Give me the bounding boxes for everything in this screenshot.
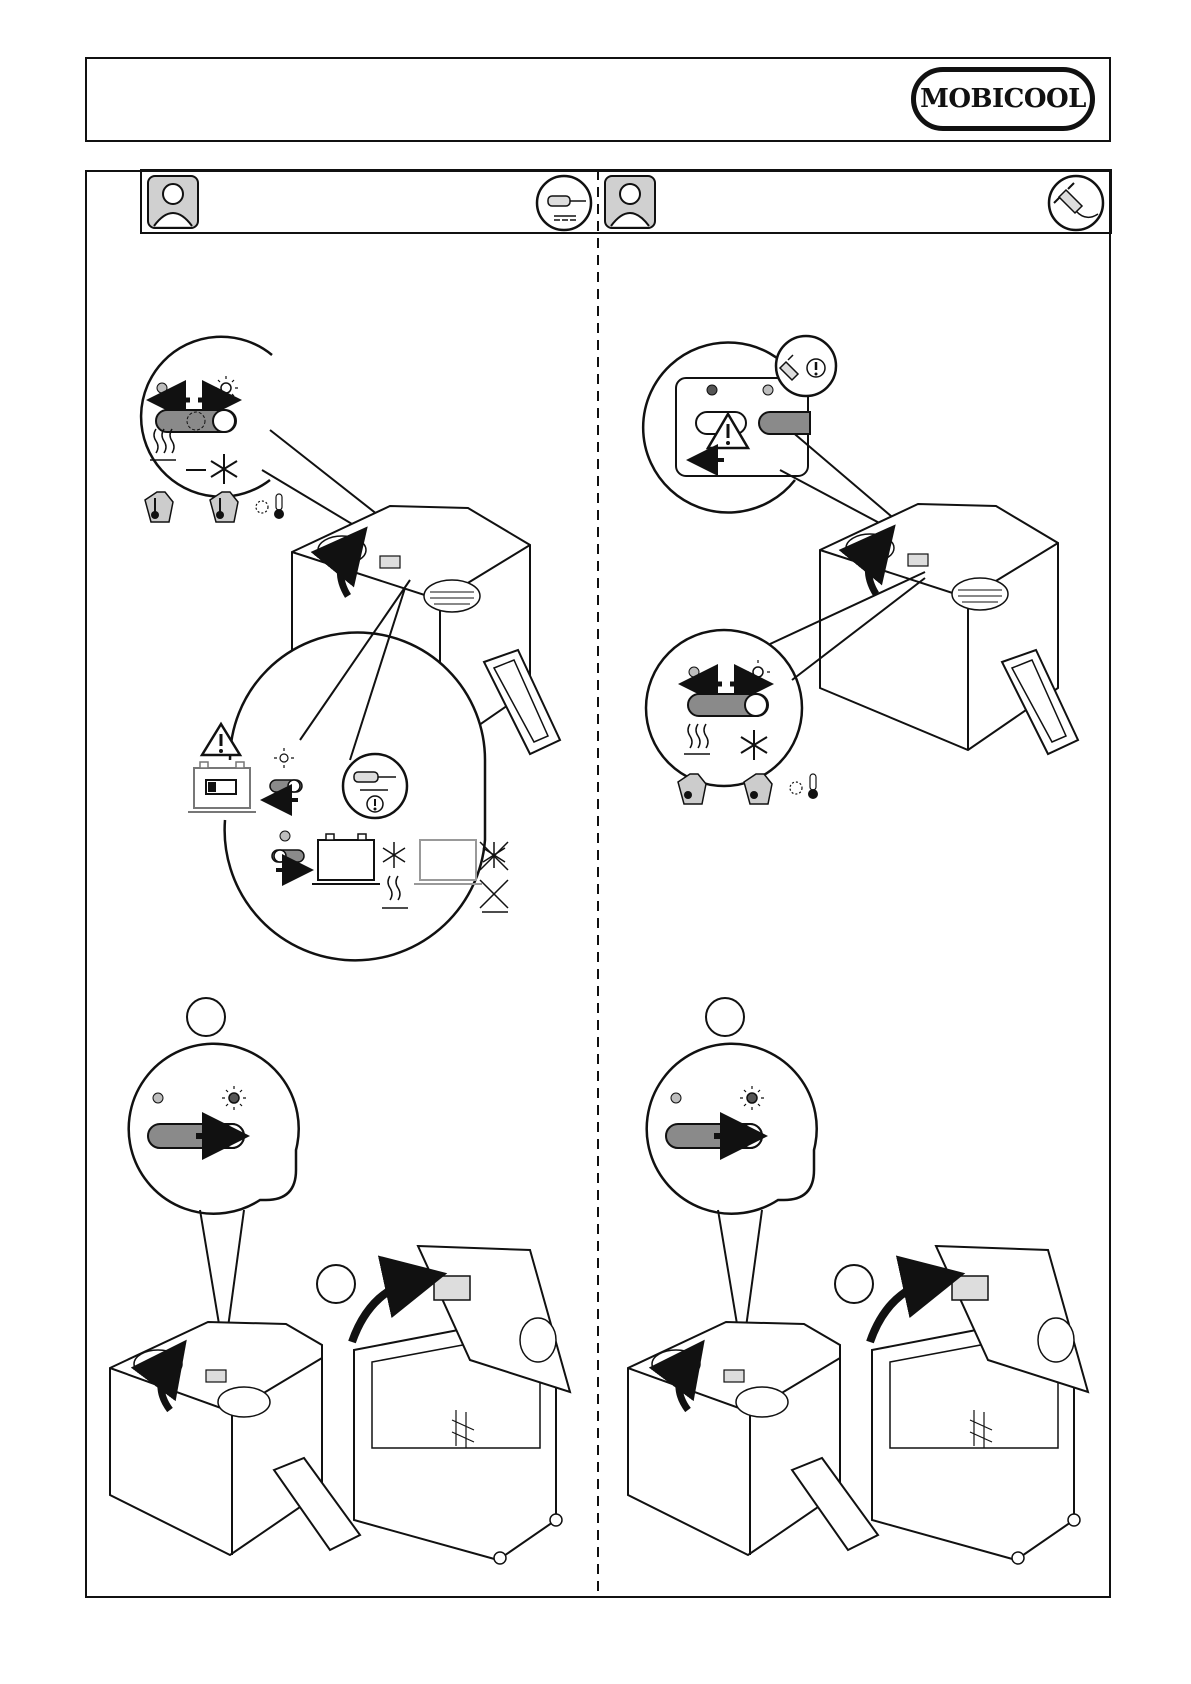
ac-plug-icon <box>776 336 836 396</box>
user-icon <box>605 176 655 228</box>
battery-icon <box>188 762 256 812</box>
step-marker <box>835 1265 873 1303</box>
open-cooler-illustration <box>352 1246 570 1564</box>
user-icon <box>148 176 198 228</box>
step-marker <box>187 998 225 1036</box>
step-marker <box>706 998 744 1036</box>
switch-on-magnifier <box>647 1044 817 1342</box>
switch-on-magnifier <box>129 1044 299 1342</box>
open-cooler-illustration <box>870 1246 1088 1564</box>
thermometer-icon <box>145 492 284 522</box>
cooler-illustration <box>628 1322 878 1555</box>
cooler-illustration <box>110 1322 360 1555</box>
ac-plug-icon <box>1049 176 1103 230</box>
step-marker <box>317 1265 355 1303</box>
car-plug-dc-icon <box>537 176 591 230</box>
car-plug-dc-icon <box>343 754 407 818</box>
